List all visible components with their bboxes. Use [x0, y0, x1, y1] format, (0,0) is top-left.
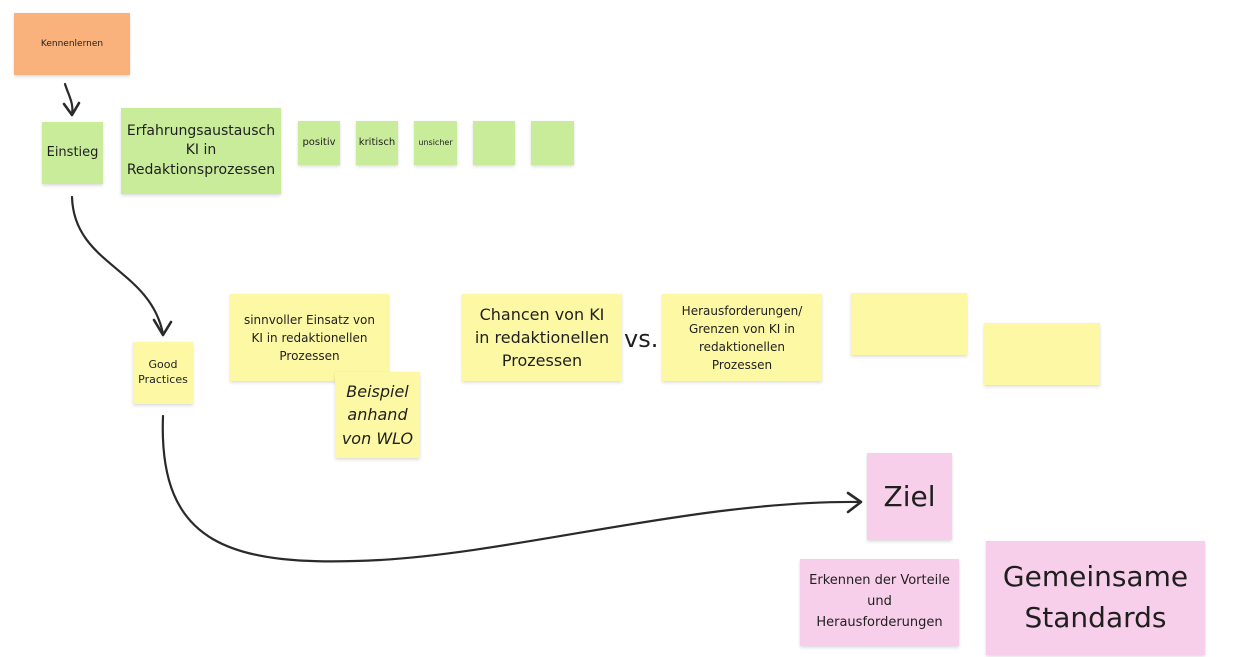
- sticky-note-good-practices[interactable]: Good Practices: [133, 342, 193, 404]
- sticky-note-positiv[interactable]: positiv: [298, 121, 340, 165]
- note-text: Einstieg: [46, 145, 99, 161]
- note-text: Gemeinsame Standards: [1002, 560, 1189, 634]
- note-text: Chancen von KI in redaktionellen Prozess…: [474, 304, 610, 371]
- note-text: sinnvoller Einsatz von KI in redaktionel…: [243, 312, 376, 363]
- sticky-note-kritisch[interactable]: kritisch: [356, 121, 398, 165]
- sticky-note-erkennen[interactable]: Erkennen der Vorteile und Herausforderun…: [800, 559, 959, 646]
- note-text: Erkennen der Vorteile und Herausforderun…: [809, 573, 950, 630]
- note-text: Kennenlernen: [40, 38, 104, 49]
- sticky-note-unsicher[interactable]: unsicher: [414, 121, 457, 165]
- sticky-note-sinnvoller-einsatz[interactable]: sinnvoller Einsatz von KI in redaktionel…: [230, 294, 389, 381]
- sticky-note-empty-yellow-2[interactable]: [984, 323, 1100, 385]
- note-text: Ziel: [883, 479, 936, 513]
- sticky-note-chancen[interactable]: Chancen von KI in redaktionellen Prozess…: [462, 294, 622, 381]
- arrow-kennenlernen-to-einstieg[interactable]: [62, 82, 81, 117]
- note-text: Herausforderungen/ Grenzen von KI in red…: [681, 303, 803, 372]
- sticky-note-empty-green-2[interactable]: [531, 121, 574, 165]
- sticky-note-ziel[interactable]: Ziel: [867, 453, 952, 540]
- note-text: Good Practices: [138, 358, 188, 386]
- sticky-note-beispiel-wlo[interactable]: Beispiel anhand von WLO: [335, 372, 420, 458]
- note-text: kritisch: [358, 137, 396, 149]
- sticky-note-kennenlernen[interactable]: Kennenlernen: [14, 13, 130, 75]
- sticky-note-herausforderungen[interactable]: Herausforderungen/ Grenzen von KI in red…: [662, 294, 822, 381]
- note-text: unsicher: [418, 137, 453, 147]
- sticky-note-empty-green-1[interactable]: [473, 121, 515, 165]
- arrow-einstieg-to-good-practices[interactable]: [70, 195, 173, 337]
- arrow-good-practices-to-ziel[interactable]: [161, 414, 863, 563]
- sticky-note-empty-yellow-1[interactable]: [851, 293, 967, 355]
- note-text: Erfahrungsaustausch KI in Redaktionsproz…: [126, 122, 276, 178]
- note-text: positiv: [302, 137, 336, 149]
- versus-label: vs.: [624, 325, 659, 353]
- sticky-note-gemeinsame-standards[interactable]: Gemeinsame Standards: [986, 541, 1205, 655]
- sticky-note-einstieg[interactable]: Einstieg: [42, 122, 103, 184]
- note-text: Beispiel anhand von WLO: [341, 382, 414, 448]
- sticky-note-erfahrungsaustausch[interactable]: Erfahrungsaustausch KI in Redaktionsproz…: [121, 108, 281, 194]
